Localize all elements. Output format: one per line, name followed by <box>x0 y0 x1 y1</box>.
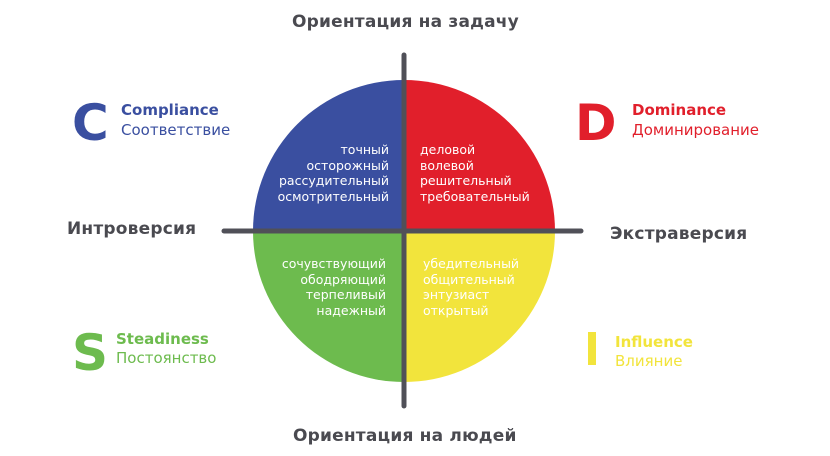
trait: точный <box>340 142 389 157</box>
circle-quadrants <box>253 80 555 382</box>
axis-label-introversion: Интроверсия <box>67 219 197 239</box>
trait: требовательный <box>420 188 530 204</box>
axis-label-extraversion: Экстраверсия <box>610 224 748 244</box>
letter-s: S <box>72 324 109 382</box>
quadrant-steadiness <box>253 231 404 382</box>
quadrant-dominance <box>404 80 555 231</box>
quadrant-influence <box>404 231 555 382</box>
trait: осмотрительный <box>277 188 389 204</box>
letter-d: D <box>575 94 617 152</box>
axis-label-task: Ориентация на задачу <box>292 12 519 32</box>
influence-traits: убедительный общительный энтузиаст откры… <box>423 256 519 318</box>
dominance-traits: деловой волевой решительный требовательн… <box>420 142 530 204</box>
influence-ru: Влияние <box>615 352 683 370</box>
steadiness-traits: сочувствующий ободряющий терпеливый наде… <box>282 256 386 318</box>
axis-label-people: Ориентация на людей <box>293 426 517 446</box>
quadrant-compliance <box>253 80 404 231</box>
dominance-ru: Доминирование <box>632 121 760 139</box>
trait: рассудительный <box>279 173 389 188</box>
trait: открытый <box>423 302 489 318</box>
compliance-traits: точный осторожный рассудительный осмотри… <box>278 142 389 204</box>
steadiness-ru: Постоянство <box>116 349 217 367</box>
dominance-en: Dominance <box>632 101 727 119</box>
letter-i <box>588 332 596 365</box>
influence-en: Influence <box>615 333 693 351</box>
trait: осторожный <box>306 157 389 173</box>
trait: общительный <box>423 271 515 287</box>
trait: энтузиаст <box>423 287 490 302</box>
letter-c: C <box>72 94 109 152</box>
trait: убедительный <box>423 256 520 271</box>
trait: деловой <box>420 142 476 157</box>
trait: терпеливый <box>305 287 386 302</box>
trait: решительный <box>420 173 512 188</box>
trait: ободряющий <box>300 271 386 287</box>
compliance-en: Compliance <box>121 101 219 119</box>
trait: сочувствующий <box>281 256 386 271</box>
trait: волевой <box>420 157 474 173</box>
steadiness-en: Steadiness <box>116 330 209 348</box>
compliance-ru: Соответствие <box>121 121 231 139</box>
trait: надежный <box>316 302 386 318</box>
